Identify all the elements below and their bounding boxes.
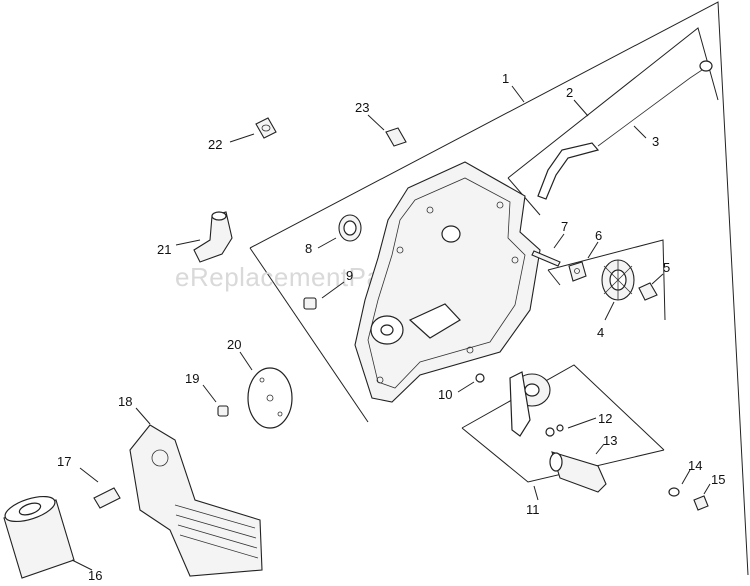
- callout-11: 11: [526, 502, 540, 517]
- callout-17: 17: [57, 454, 71, 469]
- oil-seal: [338, 214, 362, 242]
- callout-labels: 1 2 3 4 5 6 7 8 9 10 11 12 13 14 15 16 1…: [57, 71, 725, 583]
- callout-8: 8: [305, 241, 312, 256]
- callout-19: 19: [185, 371, 199, 386]
- oil-filter: [3, 495, 75, 579]
- regulating-pin: [638, 282, 658, 301]
- oil-filter-adapter: [129, 424, 263, 577]
- callout-20: 20: [227, 337, 241, 352]
- callout-23: 23: [355, 100, 369, 115]
- callout-9: 9: [346, 268, 353, 283]
- callout-22: 22: [208, 137, 222, 152]
- callout-10: 10: [438, 387, 452, 402]
- callout-1: 1: [502, 71, 509, 86]
- adapter-gasket: [247, 367, 293, 429]
- group-boundary-lines: [249, 1, 749, 576]
- oil-pump-assembly: [509, 371, 551, 437]
- gear-cover: [354, 161, 541, 403]
- callout-3: 3: [652, 134, 659, 149]
- callout-16: 16: [88, 568, 102, 583]
- filter-nipple: [93, 487, 121, 509]
- callout-5: 5: [663, 260, 670, 275]
- screw: [693, 495, 709, 511]
- pump-seal: [545, 424, 564, 437]
- callout-15: 15: [711, 472, 725, 487]
- pipe-plug: [303, 297, 317, 310]
- callout-13: 13: [603, 433, 617, 448]
- callout-21: 21: [157, 242, 171, 257]
- callout-6: 6: [595, 228, 602, 243]
- governor-gear: [601, 259, 635, 301]
- o-ring: [475, 373, 485, 383]
- oil-pump-rotor: [549, 451, 607, 493]
- small-plug: [217, 405, 229, 417]
- washer: [668, 487, 680, 497]
- elbow-fitting: [193, 211, 233, 263]
- dipstick-tube: [537, 142, 600, 200]
- callout-7: 7: [561, 219, 568, 234]
- dowel-pin: [531, 250, 561, 267]
- callout-12: 12: [598, 411, 612, 426]
- hex-screw: [385, 127, 407, 147]
- dipstick: [597, 60, 713, 147]
- callout-2: 2: [566, 85, 573, 100]
- breather-fitting: [255, 117, 277, 139]
- callout-18: 18: [118, 394, 132, 409]
- callout-4: 4: [597, 325, 604, 340]
- callout-14: 14: [688, 458, 702, 473]
- leader-lines: [71, 85, 711, 571]
- thrust-washer: [568, 261, 587, 282]
